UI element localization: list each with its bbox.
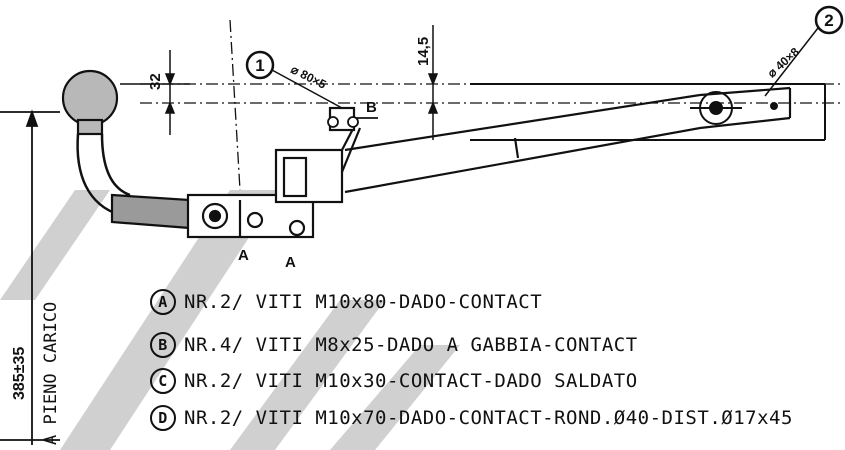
rear-mount [690, 91, 778, 125]
callout-1-leader [271, 69, 343, 109]
label-a-right: A [285, 254, 296, 271]
callout-1-spec: ⌀ 80×5 [289, 62, 329, 92]
callout-2-leader [764, 27, 819, 97]
hook-neck [76, 133, 131, 217]
label-a-left: A [238, 247, 249, 264]
dimension-14-5 [427, 25, 439, 140]
legend-text-a: NR.2/ VITI M10x80-DADO-CONTACT [184, 291, 543, 313]
legend-item-c: C NR.2/ VITI M10x30-CONTACT-DADO SALDATO [150, 366, 638, 396]
tow-arm [344, 86, 792, 194]
dimension-vertical [0, 109, 60, 445]
dimension-32-label: 32 [147, 73, 164, 90]
callout-1-circle [245, 50, 275, 80]
load-note: A PIENO CARICO [41, 302, 61, 445]
legend-item-d: D NR.2/ VITI M10x70-DADO-CONTACT-ROND.Ø4… [150, 403, 793, 433]
dimension-32 [120, 50, 190, 135]
legend-item-b: B NR.4/ VITI M8x25-DADO A GABBIA-CONTACT [150, 330, 638, 360]
reference-lines [140, 19, 840, 191]
watermark [0, 190, 460, 450]
callout-2-number: 2 [824, 11, 833, 30]
legend-text-c: NR.2/ VITI M10x30-CONTACT-DADO SALDATO [184, 370, 638, 392]
legend-text-b: NR.4/ VITI M8x25-DADO A GABBIA-CONTACT [184, 334, 638, 356]
tow-ball [61, 69, 119, 136]
hook-bar [110, 193, 315, 239]
legend-letter-a: A [150, 289, 176, 315]
bracket [274, 106, 362, 204]
legend-item-a: A NR.2/ VITI M10x80-DADO-CONTACT [150, 287, 542, 317]
dimension-vertical-label: 385±35 [11, 347, 28, 400]
callout-1-number: 1 [255, 56, 264, 75]
label-b: B [366, 99, 377, 116]
callout-2-spec: ⌀ 40×8 [765, 44, 803, 80]
legend-text-d: NR.2/ VITI M10x70-DADO-CONTACT-ROND.Ø40-… [184, 407, 793, 429]
legend-letter-b: B [150, 332, 176, 358]
bolt-b [327, 116, 378, 128]
dimension-14-5-label: 14,5 [415, 37, 432, 66]
chassis-beam [470, 83, 826, 141]
legend-letter-d: D [150, 405, 176, 431]
callout-2-circle [814, 5, 844, 35]
legend-letter-c: C [150, 368, 176, 394]
